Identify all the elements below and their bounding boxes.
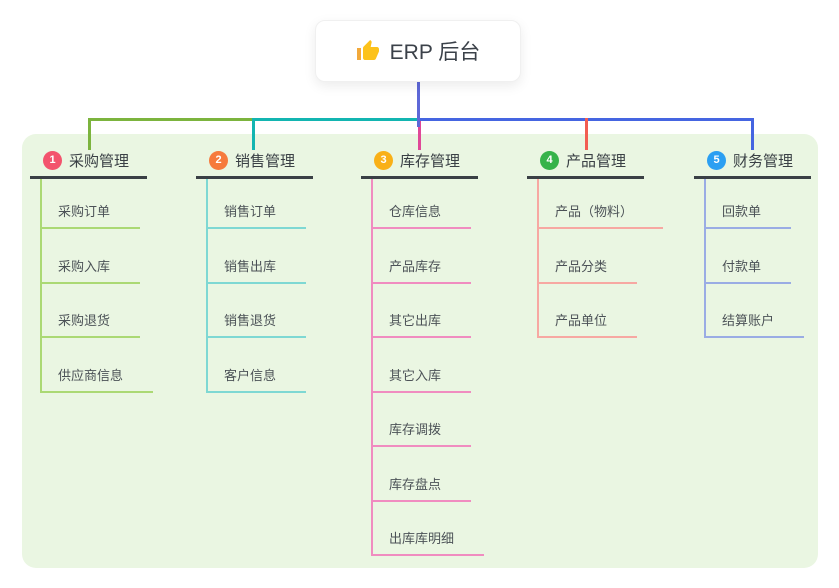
- thumbs-up-icon: [356, 40, 379, 60]
- child-node[interactable]: 仓库信息: [373, 179, 472, 229]
- branch-number-badge: 1: [43, 150, 62, 170]
- root-node-label: ERP 后台: [389, 41, 481, 64]
- child-node-label: 产品（物料）: [555, 204, 634, 219]
- child-node[interactable]: 付款单: [706, 229, 792, 284]
- child-node-label: 产品库存: [389, 258, 442, 274]
- child-node[interactable]: 客户信息: [208, 338, 307, 393]
- root-node[interactable]: ERP 后台: [315, 20, 521, 82]
- child-node-label: 库存调拨: [389, 422, 442, 437]
- child-node[interactable]: 采购退货: [42, 284, 141, 338]
- branch-node-sales[interactable]: 2 销售管理: [196, 150, 313, 179]
- branch-children-finance: 回款单 付款单 结算账户: [704, 179, 805, 338]
- child-node-label: 供应商信息: [58, 367, 124, 383]
- child-node-label: 付款单: [722, 258, 762, 274]
- child-node-label: 库存盘点: [389, 476, 442, 492]
- branch-label: 库存管理: [400, 152, 461, 170]
- child-node[interactable]: 销售订单: [208, 179, 307, 229]
- connector-drop-branch-4: [585, 118, 588, 150]
- child-node-label: 产品分类: [555, 258, 608, 274]
- connector-root-stem: [417, 82, 420, 127]
- child-node[interactable]: 其它入库: [373, 338, 472, 393]
- branch-number-badge: 5: [707, 150, 726, 170]
- branch-number-badge: 2: [209, 150, 228, 170]
- connector-drop-branch-1: [88, 118, 91, 150]
- child-node-label: 采购退货: [58, 313, 111, 328]
- child-node-label: 其它出库: [389, 313, 442, 328]
- branch-node-finance[interactable]: 5 财务管理: [694, 150, 811, 179]
- child-node[interactable]: 产品库存: [373, 229, 472, 284]
- connector-drop-branch-3: [418, 121, 421, 150]
- child-node-label: 产品单位: [555, 313, 608, 328]
- branch-node-procurement[interactable]: 1 采购管理: [30, 150, 147, 179]
- child-node[interactable]: 采购订单: [42, 179, 141, 229]
- child-node-label: 采购订单: [58, 204, 111, 219]
- branch-children-procurement: 采购订单 采购入库 采购退货 供应商信息: [40, 179, 154, 393]
- child-node[interactable]: 供应商信息: [42, 338, 154, 393]
- child-node[interactable]: 产品单位: [539, 284, 638, 338]
- connector-drop-branch-5: [751, 118, 754, 150]
- branch-label: 销售管理: [235, 152, 296, 170]
- child-node-label: 出库库明细: [389, 531, 455, 546]
- child-node-label: 销售出库: [224, 258, 277, 274]
- child-node[interactable]: 出库库明细: [373, 502, 485, 556]
- branch-children-sales: 销售订单 销售出库 销售退货 客户信息: [206, 179, 307, 393]
- branch-label: 采购管理: [69, 152, 130, 170]
- branches-background-panel: [22, 134, 818, 568]
- branch-children-inventory: 仓库信息 产品库存 其它出库 其它入库 库存调拨 库存盘点 出库库明细: [371, 179, 485, 556]
- connector-drop-branch-2: [252, 118, 255, 150]
- branch-label: 财务管理: [733, 152, 794, 170]
- child-node[interactable]: 销售出库: [208, 229, 307, 284]
- child-node[interactable]: 其它出库: [373, 284, 472, 338]
- child-node[interactable]: 库存盘点: [373, 447, 472, 502]
- child-node-label: 客户信息: [224, 367, 277, 383]
- branch-node-product[interactable]: 4 产品管理: [527, 150, 644, 179]
- child-node-label: 回款单: [722, 204, 762, 219]
- child-node[interactable]: 库存调拨: [373, 393, 472, 447]
- child-node[interactable]: 采购入库: [42, 229, 141, 284]
- branch-number-badge: 3: [374, 150, 393, 170]
- child-node-label: 销售订单: [224, 204, 277, 219]
- child-node[interactable]: 回款单: [706, 179, 792, 229]
- branch-node-inventory[interactable]: 3 库存管理: [361, 150, 478, 179]
- child-node-label: 销售退货: [224, 313, 277, 328]
- branch-children-product: 产品（物料） 产品分类 产品单位: [537, 179, 664, 338]
- child-node[interactable]: 结算账户: [706, 284, 805, 338]
- branch-number-badge: 4: [540, 150, 559, 170]
- child-node-label: 采购入库: [58, 258, 111, 274]
- child-node-label: 其它入库: [389, 367, 442, 383]
- child-node[interactable]: 产品（物料）: [539, 179, 664, 229]
- child-node-label: 仓库信息: [389, 204, 442, 219]
- child-node-label: 结算账户: [722, 313, 775, 328]
- child-node[interactable]: 销售退货: [208, 284, 307, 338]
- child-node[interactable]: 产品分类: [539, 229, 638, 284]
- branch-label: 产品管理: [566, 152, 627, 170]
- connector-horizontal-branch-2: [252, 118, 419, 121]
